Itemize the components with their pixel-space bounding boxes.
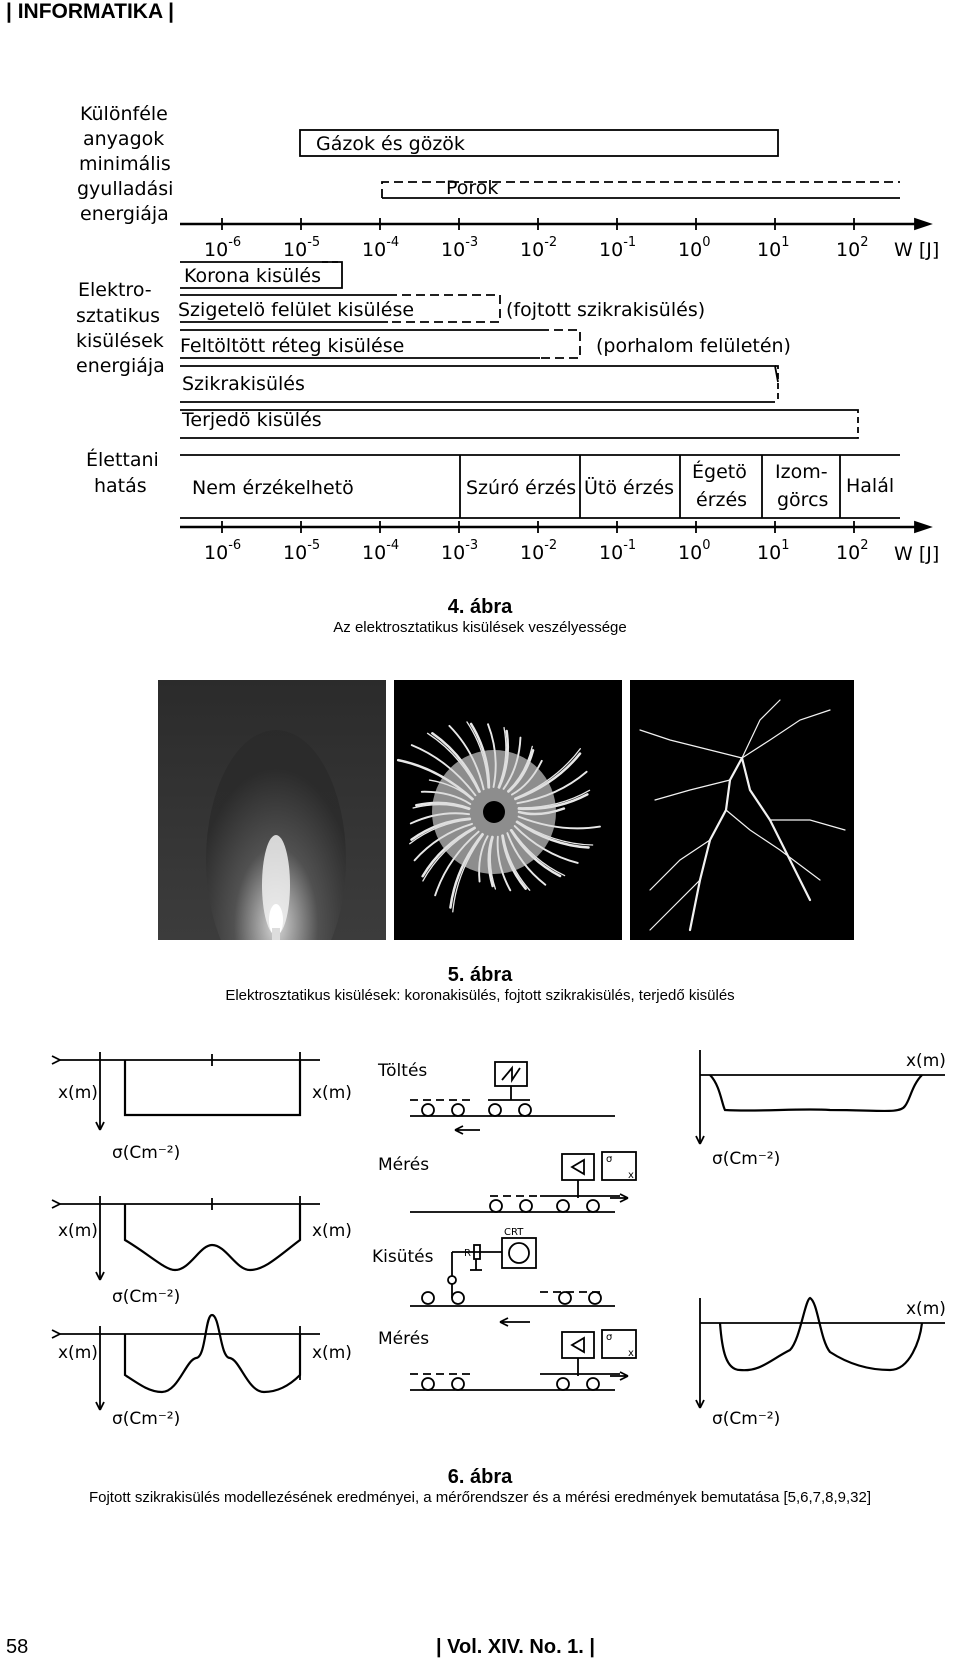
axis-tick-label: 100	[678, 235, 710, 261]
volume-info: | Vol. XIV. No. 1. |	[436, 1636, 595, 1659]
sigma-label-2: σ(Cm⁻²)	[112, 1287, 180, 1307]
x-label-3b: x(m)	[312, 1343, 352, 1363]
axis-tick-label: 10-5	[283, 235, 320, 261]
x-label-3a: x(m)	[58, 1343, 98, 1363]
figure-5-text: Elektrosztatikus kisülések: koronakisülé…	[0, 986, 960, 1006]
spark-label: Szikrakisülés	[182, 373, 305, 395]
axis-tick-label: 10-5	[283, 538, 320, 564]
ignition-label-5: energiája	[80, 203, 169, 225]
sigma-mini-1: σ	[606, 1154, 613, 1165]
x-label-right-1: x(m)	[906, 1051, 946, 1071]
x-label-2a: x(m)	[58, 1221, 98, 1241]
effect-burning-1: Égetö	[692, 460, 747, 483]
figure-4-caption: 4. ábra Az elektrosztatikus kisülések ve…	[0, 596, 960, 638]
axis-unit-top: W [J]	[894, 239, 939, 261]
figure-5-caption: 5. ábra Elektrosztatikus kisülések: koro…	[0, 964, 960, 1006]
resistor-label: R	[464, 1248, 471, 1259]
axis-tick-label: 10-2	[520, 538, 557, 564]
x-label-1a: x(m)	[58, 1083, 98, 1103]
ignition-label-1: Különféle	[80, 103, 168, 125]
electrostatic-label-4: energiája	[76, 355, 165, 377]
figure-6-title: 6. ábra	[0, 1466, 960, 1488]
axis-tick-label: 10-1	[599, 538, 636, 564]
charger-box	[495, 1062, 527, 1086]
x-label-right-2: x(m)	[906, 1299, 946, 1319]
electrostatic-label-2: sztatikus	[76, 305, 160, 327]
physiological-label-1: Élettani	[86, 448, 159, 471]
crt-label: CRT	[504, 1227, 524, 1238]
figure-4-text: Az elektrosztatikus kisülések veszélyess…	[0, 618, 960, 638]
axis-tick-label: 10-2	[520, 235, 557, 261]
axis-tick-label: 10-4	[362, 538, 399, 564]
axis-tick-label: 10-6	[204, 235, 241, 261]
gases-label: Gázok és gözök	[316, 133, 465, 155]
ignition-label-3: minimális	[79, 153, 171, 175]
corona-label: Korona kisülés	[184, 265, 321, 287]
axis-tick-label: 102	[836, 538, 868, 564]
insulator-note: (fojtott szikrakisülés)	[506, 299, 705, 321]
axis-tick-label: 10-3	[441, 538, 478, 564]
ignition-label-2: anyagok	[83, 128, 164, 150]
propagating-discharge-photo	[630, 680, 854, 940]
axis-tick-label: 10-6	[204, 538, 241, 564]
electrostatic-label-3: kisülések	[76, 330, 164, 352]
charged-layer-label: Feltöltött réteg kisülése	[180, 335, 404, 357]
journal-header: | INFORMATIKA |	[6, 0, 174, 24]
propagating-label: Terjedö kisülés	[181, 409, 322, 431]
brush-discharge-photo	[394, 680, 622, 940]
figure-6-caption: 6. ábra Fojtott szikrakisülés modellezés…	[0, 1466, 960, 1508]
sigma-label-1: σ(Cm⁻²)	[112, 1143, 180, 1163]
step-discharge: Kisütés	[372, 1247, 434, 1267]
x-label-2b: x(m)	[312, 1221, 352, 1241]
figure-6-text: Fojtott szikrakisülés modellezésének ere…	[0, 1488, 960, 1508]
figure-6-diagram: x(m) x(m) σ(Cm⁻²) x(m) x(m) σ(Cm⁻²) x(m)…	[0, 1040, 960, 1430]
effect-striking: Ütö érzés	[584, 476, 674, 499]
physiological-label-2: hatás	[94, 475, 147, 497]
dusts-label: Porok	[446, 177, 498, 199]
step-measure-1: Mérés	[378, 1155, 429, 1175]
x-mini-1: x	[628, 1170, 634, 1181]
electrostatic-label-1: Elektro-	[78, 279, 152, 301]
x-label-1b: x(m)	[312, 1083, 352, 1103]
insulator-label: Szigetelö felület kisülése	[178, 299, 414, 321]
axis-tick-label: 100	[678, 538, 710, 564]
step-charging: Töltés	[377, 1061, 427, 1081]
axis-tick-label: 10-1	[599, 235, 636, 261]
x-mini-2: x	[628, 1348, 634, 1359]
sigma-label-right-2: σ(Cm⁻²)	[712, 1409, 780, 1429]
ignition-label-4: gyulladási	[77, 178, 173, 200]
axis-tick-label: 10-3	[441, 235, 478, 261]
page-number: 58	[6, 1636, 28, 1659]
corona-photo	[158, 680, 386, 940]
effect-none: Nem érzékelhetö	[192, 477, 354, 499]
sigma-mini-2: σ	[606, 1332, 613, 1343]
figure-4-diagram: Különféle anyagok minimális gyulladási e…	[0, 90, 960, 580]
effect-stinging: Szúró érzés	[466, 477, 576, 499]
profile-wave	[125, 1204, 300, 1270]
figure-4-title: 4. ábra	[0, 596, 960, 618]
figure-5-title: 5. ábra	[0, 964, 960, 986]
effect-death: Halál	[846, 475, 894, 497]
axis-arrow	[915, 219, 930, 229]
sigma-label-right-1: σ(Cm⁻²)	[712, 1149, 780, 1169]
measured-profile-1	[710, 1075, 922, 1111]
axis-unit-bottom: W [J]	[894, 543, 939, 565]
sigma-label-3: σ(Cm⁻²)	[112, 1409, 180, 1429]
profile-uniform	[125, 1060, 300, 1115]
axis-tick-label: 102	[836, 235, 868, 261]
axis-tick-label: 101	[757, 538, 789, 564]
effect-cramp-1: Izom-	[775, 461, 828, 483]
measured-profile-2	[720, 1298, 922, 1370]
effect-cramp-2: görcs	[777, 489, 828, 511]
effect-burning-2: érzés	[696, 489, 747, 511]
charged-layer-note: (porhalom felületén)	[596, 335, 791, 357]
axis-tick-label: 101	[757, 235, 789, 261]
step-measure-2: Mérés	[378, 1329, 429, 1349]
axis-tick-label: 10-4	[362, 235, 399, 261]
profile-peak	[125, 1315, 300, 1392]
